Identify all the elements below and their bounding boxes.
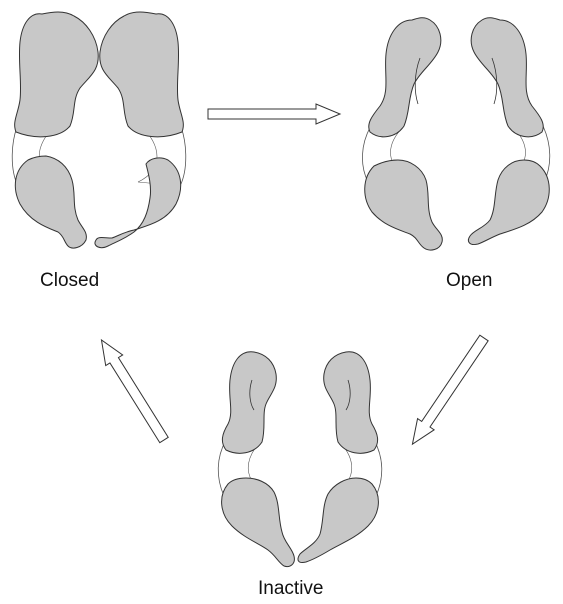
inactive-to-closed-arrow xyxy=(93,335,172,446)
open-channel xyxy=(362,18,549,250)
closed-channel xyxy=(12,12,186,248)
open-to-inactive-arrow xyxy=(404,332,492,449)
inactive-label: Inactive xyxy=(258,579,323,598)
closed-label: Closed xyxy=(40,271,99,290)
inactive-channel xyxy=(218,352,382,567)
open-label: Open xyxy=(446,271,492,290)
closed-to-open-arrow xyxy=(208,104,340,124)
